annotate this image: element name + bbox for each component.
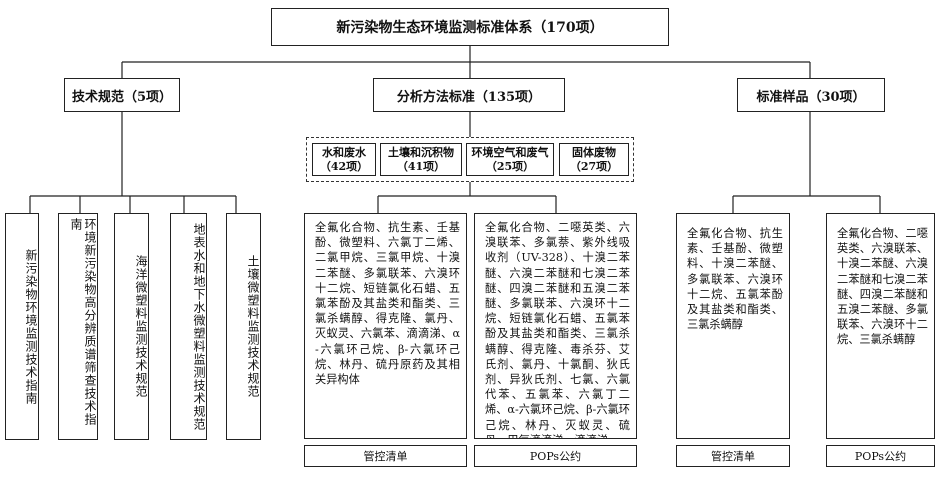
tech-item-1: 新污染物环境监测技术指南 xyxy=(5,213,39,440)
list-method-control: 全氟化合物、抗生素、壬基酚、微塑料、六氯丁二烯、二氯甲烷、三氯甲烷、十溴二苯醚、… xyxy=(304,213,467,439)
media-air-name: 环境空气和废气 xyxy=(471,145,549,159)
list-sample-pops: 全氟化合物、二噁英类、六溴联苯、十溴二苯醚、六溴二苯醚和七溴二苯醚、四溴二苯醚和… xyxy=(826,213,935,439)
media-soil-count: （41项） xyxy=(396,159,446,173)
category-tech-spec: 技术规范（5项） xyxy=(64,78,180,112)
tech-item-5-label: 土壤微塑料监测技术规范 xyxy=(246,255,260,398)
list-method-pops: 全氟化合物、二噁英类、六溴联苯、多氯萘、紫外线吸收剂（UV-328）、十溴二苯醚… xyxy=(474,213,637,439)
list-sample-control: 全氟化合物、抗生素、壬基酚、微塑料、十溴二苯醚、多氯联苯、六溴环十二烷、五氯苯酚… xyxy=(676,213,790,439)
label-sample-control: 管控清单 xyxy=(676,445,790,467)
category-reference-samples: 标准样品（30项） xyxy=(737,78,885,112)
media-solid-waste: 固体废物 （27项） xyxy=(559,143,629,176)
tech-item-1-label: 新污染物环境监测技术指南 xyxy=(24,248,38,405)
tech-item-5: 土壤微塑料监测技术规范 xyxy=(226,213,261,440)
media-water-name: 水和废水 xyxy=(322,145,366,159)
media-air-count: （25项） xyxy=(485,159,535,173)
tech-item-2: 环境新污染物高分辨质谱筛查技术指南 xyxy=(58,213,98,440)
category-analysis-method: 分析方法标准（135项） xyxy=(373,78,565,112)
tech-item-2-label: 环境新污染物高分辨质谱筛查技术指南 xyxy=(69,218,97,426)
label-method-control: 管控清单 xyxy=(304,445,467,467)
root-title-box: 新污染物生态环境监测标准体系（170项） xyxy=(271,8,669,46)
label-method-pops: POPs公约 xyxy=(474,445,637,467)
tech-item-4: 地表水和地下水微塑料监测技术规范 xyxy=(170,213,207,440)
media-solid-waste-name: 固体废物 xyxy=(572,145,616,159)
media-water-count: （42项） xyxy=(319,159,369,173)
media-soil-name: 土壤和沉积物 xyxy=(388,145,454,159)
media-water: 水和废水 （42项） xyxy=(312,143,376,176)
media-group xyxy=(306,137,634,182)
label-sample-pops: POPs公约 xyxy=(826,445,935,467)
media-air: 环境空气和废气 （25项） xyxy=(466,143,554,176)
tech-item-4-label: 地表水和地下水微塑料监测技术规范 xyxy=(192,222,206,431)
tech-item-3-label: 海洋微塑料监测技术规范 xyxy=(134,255,148,398)
tech-item-3: 海洋微塑料监测技术规范 xyxy=(114,213,149,440)
media-soil: 土壤和沉积物 （41项） xyxy=(380,143,462,176)
media-solid-waste-count: （27项） xyxy=(569,159,619,173)
